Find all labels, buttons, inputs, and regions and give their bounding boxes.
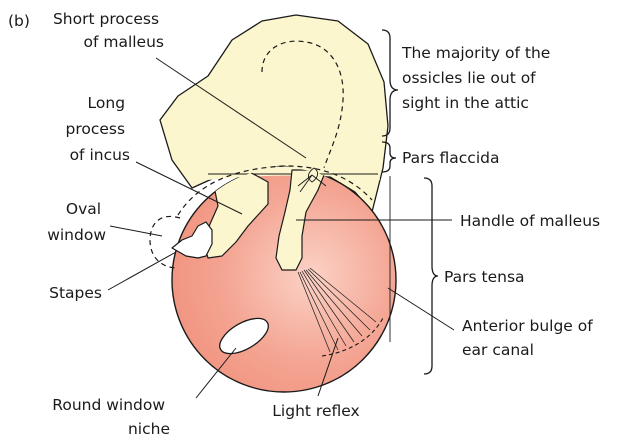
- label-ossicles-attic: The majority of the ossicles lie out of …: [401, 44, 555, 112]
- leader-anterior-bulge: [388, 288, 454, 330]
- label-light-reflex: Light reflex: [272, 402, 359, 420]
- label-stapes: Stapes: [49, 284, 102, 302]
- label-round-window: Round window niche: [52, 396, 170, 438]
- label-pars-flaccida: Pars flaccida: [402, 149, 499, 167]
- label-oval-window: Oval window: [47, 200, 106, 244]
- label-pars-tensa: Pars tensa: [444, 268, 525, 286]
- figure-tag: (b): [8, 12, 30, 30]
- label-long-process: Long process of incus: [65, 94, 130, 164]
- leader-stapes: [108, 252, 176, 290]
- label-anterior-bulge: Anterior bulge of ear canal: [462, 317, 598, 359]
- bracket-pars-tensa: [424, 178, 438, 374]
- tympanic-membrane: [172, 168, 396, 392]
- label-short-process: Short process of malleus: [53, 10, 164, 51]
- label-handle-malleus: Handle of malleus: [460, 212, 600, 230]
- leader-oval-window: [110, 226, 162, 236]
